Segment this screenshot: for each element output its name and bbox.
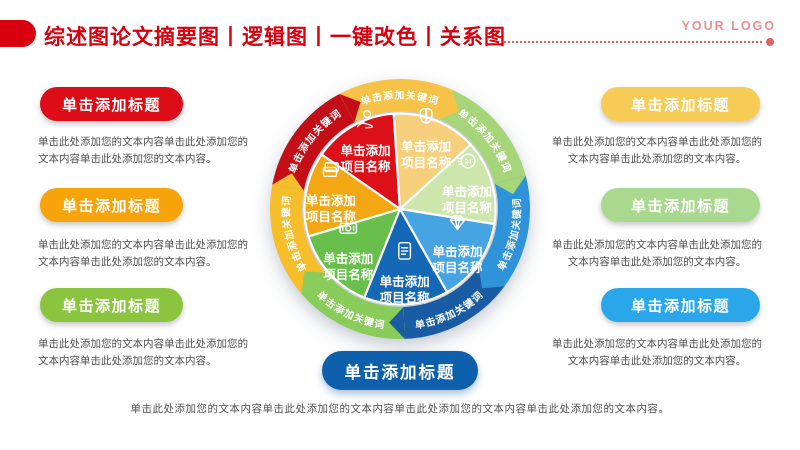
credit-card-icon <box>322 162 339 178</box>
wheel-arc-red <box>272 93 355 191</box>
wheel-segment-label-bottom: 项目名称 <box>341 159 392 174</box>
wheel-arc-yellow <box>339 78 453 123</box>
header-dotted-line-end-dot <box>766 38 774 46</box>
wheel-segment-label-bottom: 项目名称 <box>401 155 452 170</box>
wheel-wedge-light-blue <box>398 207 496 294</box>
wheel-segment-label-bottom: 项目名称 <box>432 260 483 275</box>
wheel-segment-label-top: 单击添加 <box>306 193 356 208</box>
right-title-pill-3: 单击添加标题 <box>601 288 760 322</box>
right-body-text-2: 单击此处添加您的文本内容单击此处添加您的文本内容单击此处添加您的文本内容。 <box>552 239 762 268</box>
wheel-arc-green <box>301 272 405 340</box>
left-body-text-2: 单击此处添加您的文本内容单击此处添加您的文本内容单击此处添加您的文本内容。 <box>38 239 248 268</box>
wheel-wedge-dark-blue <box>363 207 449 306</box>
wheel-arc-arrow-dark-blue <box>389 306 405 339</box>
diamond-icon <box>449 210 466 231</box>
right-title-pill-2: 单击添加标题 <box>601 188 760 222</box>
wheel-segment-label-bottom: 项目名称 <box>380 290 431 305</box>
banknote-icon <box>339 222 358 234</box>
header-accent-tab <box>0 20 36 47</box>
wheel-wedge-green <box>307 207 402 299</box>
wheel-segment-label-top: 单击添加 <box>323 251 373 266</box>
wheel-wedge-red <box>320 112 402 211</box>
document-icon <box>398 241 412 260</box>
wheel-arc-dark-blue <box>403 267 505 339</box>
left-title-pill-2: 单击添加标题 <box>40 188 183 222</box>
wheel-segment-label-bottom: 项目名称 <box>442 200 493 215</box>
wheel-segment-label-top: 单击添加 <box>401 139 451 154</box>
wheel-arc-arrow-green <box>301 271 326 294</box>
wheel-segment-label-top: 单击添加 <box>380 274 430 289</box>
wheel-wedge-light-green <box>398 143 497 226</box>
logo-text: YOUR LOGO <box>681 19 776 33</box>
wheel-segment-label-top: 单击添加 <box>341 143 391 158</box>
wheel-wedge-orange <box>303 153 402 238</box>
right-body-text-3: 单击此处添加您的文本内容单击此处添加您的文本内容单击此处添加您的文本内容。 <box>552 338 762 367</box>
page-title: 综述图论文摘要图丨逻辑图丨一键改色丨关系图 <box>44 26 506 49</box>
wheel-arc-arrow-orange <box>272 173 304 191</box>
right-body-text-1: 单击此处添加您的文本内容单击此处添加您的文本内容单击此处添加您的文本内容。 <box>552 136 762 165</box>
clock-24-icon: 24 <box>457 153 476 169</box>
left-title-pill-3: 单击添加标题 <box>40 288 183 322</box>
wheel-arc-arrow-light-green <box>494 175 526 195</box>
wheel-arc-orange <box>269 184 326 294</box>
brain-icon <box>419 108 433 124</box>
left-body-text-1: 单击此处添加您的文本内容单击此处添加您的文本内容单击此处添加您的文本内容。 <box>38 136 248 165</box>
svg-text:24: 24 <box>465 158 472 165</box>
wheel-keyword-label: 单击添加关键词 <box>359 88 441 107</box>
wheel-arc-light-blue <box>478 175 530 287</box>
wheel-arc-light-green <box>439 89 526 184</box>
wheel-wedge-yellow <box>392 112 472 211</box>
center-title-pill: 单击添加标题 <box>322 351 478 390</box>
wheel-segment-label-top: 单击添加 <box>432 244 482 259</box>
hand-coin-icon <box>356 109 373 129</box>
wheel-segment-label-top: 单击添加 <box>442 184 492 199</box>
right-title-pill-1: 单击添加标题 <box>601 87 760 121</box>
footer-caption: 单击此处添加您的文本内容单击此处添加您的文本内容单击此处添加您的文本内容单击此处… <box>130 403 670 415</box>
wheel-segment-label-bottom: 项目名称 <box>323 267 374 282</box>
wheel-arc-arrow-yellow <box>439 89 459 120</box>
wheel-arc-arrow-red <box>339 93 361 123</box>
pinwheel-diagram: 单击添加关键词单击添加关键词单击添加关键词单击添加关键词单击添加关键词单击添加关… <box>269 78 530 340</box>
wheel-segment-label-bottom: 项目名称 <box>306 209 357 224</box>
left-title-pill-1: 单击添加标题 <box>40 87 183 121</box>
header-dotted-line <box>504 41 762 43</box>
wheel-arc-arrow-light-blue <box>478 267 505 289</box>
left-body-text-3: 单击此处添加您的文本内容单击此处添加您的文本内容单击此处添加您的文本内容。 <box>38 338 248 367</box>
